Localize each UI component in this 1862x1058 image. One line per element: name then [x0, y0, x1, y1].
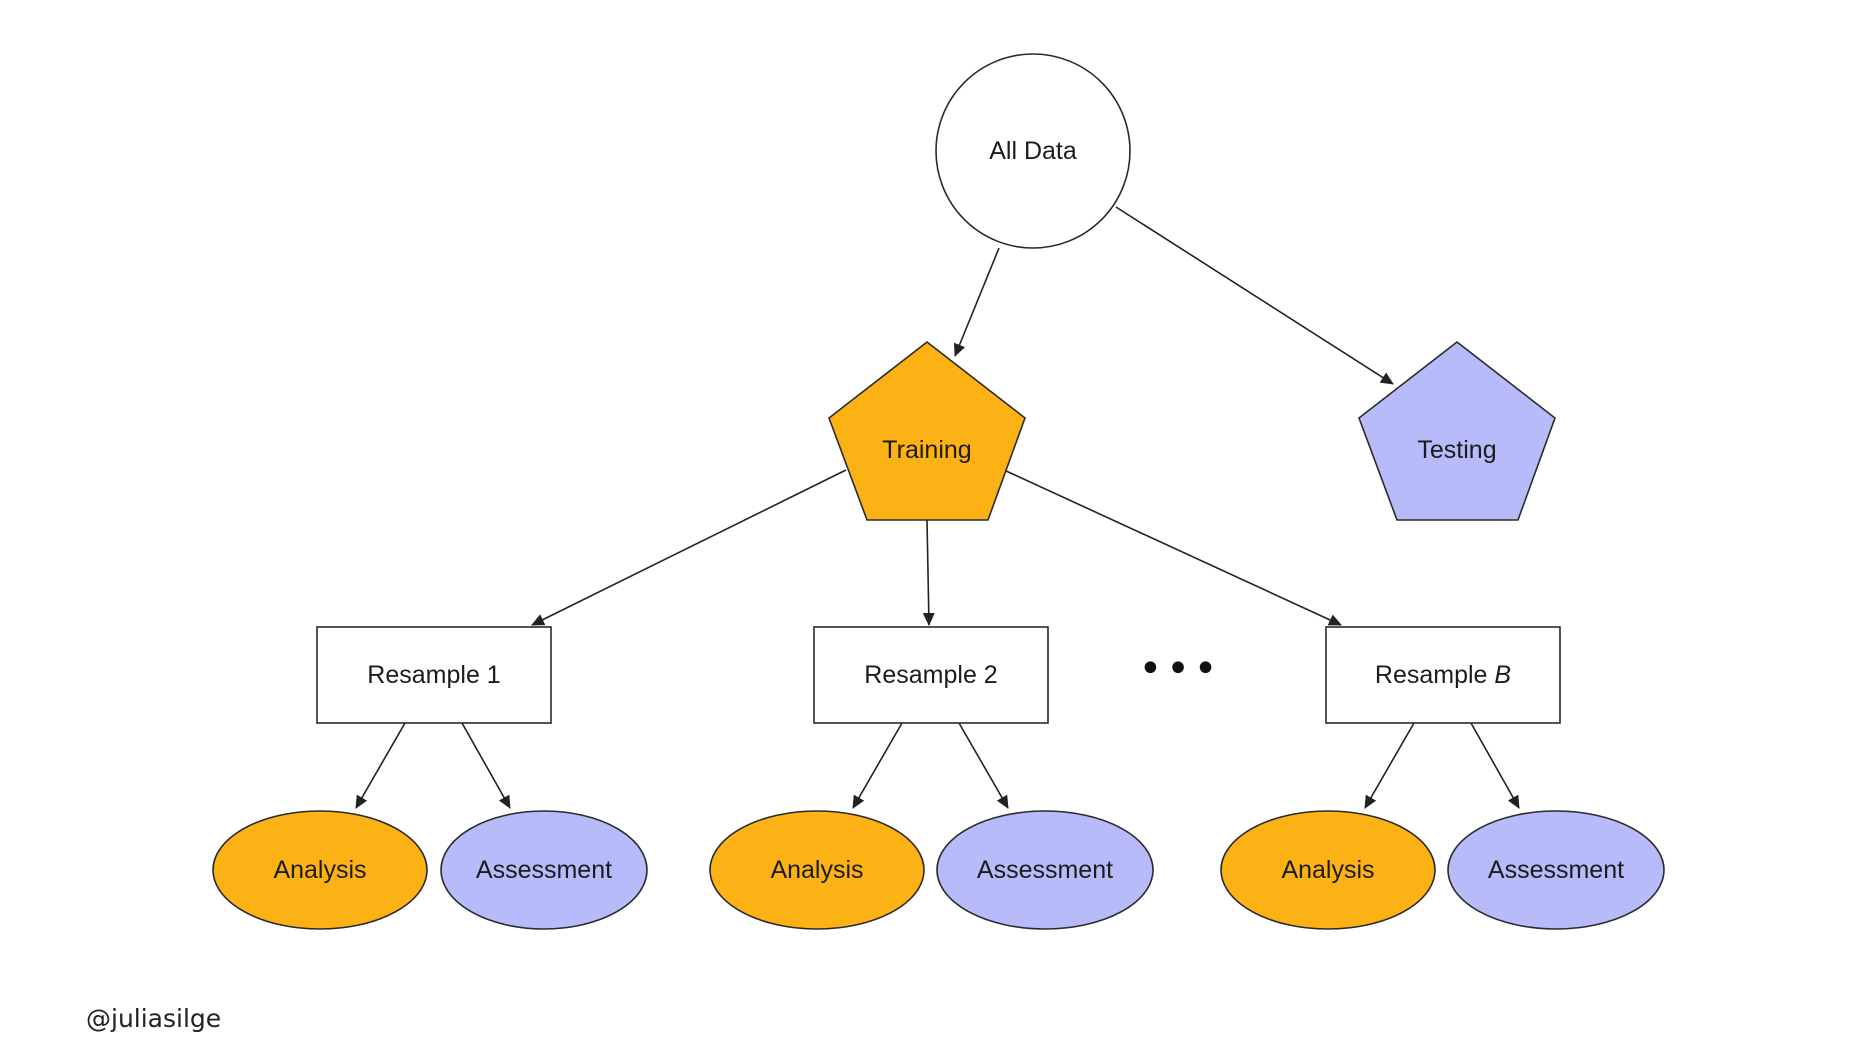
leaf-group-b: Analysis Assessment	[1220, 810, 1665, 930]
assessment-b-label: Assessment	[1488, 856, 1624, 884]
training-node: Training	[828, 340, 1026, 521]
resample-1-label: Resample 1	[367, 661, 500, 689]
resample-2-label: Resample 2	[864, 661, 997, 689]
analysis-2-label: Analysis	[770, 856, 863, 884]
edge-resample-2-to-analysis	[852, 722, 903, 809]
resample-2-node: Resample 2	[813, 626, 1049, 724]
all-data-node: All Data	[935, 53, 1131, 249]
assessment-2-label: Assessment	[977, 856, 1113, 884]
edge-resample-b-to-assessment	[1470, 722, 1520, 809]
edges	[355, 206, 1520, 809]
training-pentagon	[828, 340, 1026, 521]
analysis-b-ellipse	[1220, 810, 1436, 930]
resample-b-box	[1325, 626, 1561, 724]
all-data-circle	[935, 53, 1131, 249]
assessment-b-ellipse	[1447, 810, 1665, 930]
all-data-label: All Data	[989, 137, 1077, 165]
analysis-2-ellipse	[709, 810, 925, 930]
edge-training-to-resample-b	[1003, 469, 1342, 626]
testing-node: Testing	[1358, 340, 1556, 521]
assessment-1-ellipse	[440, 810, 648, 930]
edge-resample-1-to-analysis	[355, 722, 406, 809]
resample-b-node: Resample B	[1325, 626, 1561, 724]
testing-pentagon	[1358, 340, 1556, 521]
author-handle: @juliasilge	[86, 1004, 221, 1033]
edge-resample-2-to-assessment	[958, 722, 1009, 809]
training-label: Training	[882, 436, 971, 464]
assessment-1-label: Assessment	[476, 856, 612, 884]
edge-training-to-resample-2	[922, 519, 935, 626]
leaf-group-1: Analysis Assessment	[212, 810, 648, 930]
edge-all-to-testing	[1115, 206, 1394, 385]
edge-resample-1-to-assessment	[461, 722, 511, 809]
edge-resample-b-to-analysis	[1364, 722, 1415, 809]
resample-1-box	[316, 626, 552, 724]
resample-1-node: Resample 1	[316, 626, 552, 724]
resample-2-box	[813, 626, 1049, 724]
resample-b-label: Resample B	[1375, 661, 1511, 689]
ellipsis-dots: •••	[1139, 646, 1222, 692]
edge-all-to-training	[953, 247, 1000, 357]
analysis-b-label: Analysis	[1281, 856, 1374, 884]
assessment-2-ellipse	[936, 810, 1154, 930]
edge-training-to-resample-1	[531, 469, 847, 626]
leaf-group-2: Analysis Assessment	[709, 810, 1154, 930]
analysis-1-ellipse	[212, 810, 428, 930]
analysis-1-label: Analysis	[273, 856, 366, 884]
testing-label: Testing	[1417, 436, 1496, 464]
